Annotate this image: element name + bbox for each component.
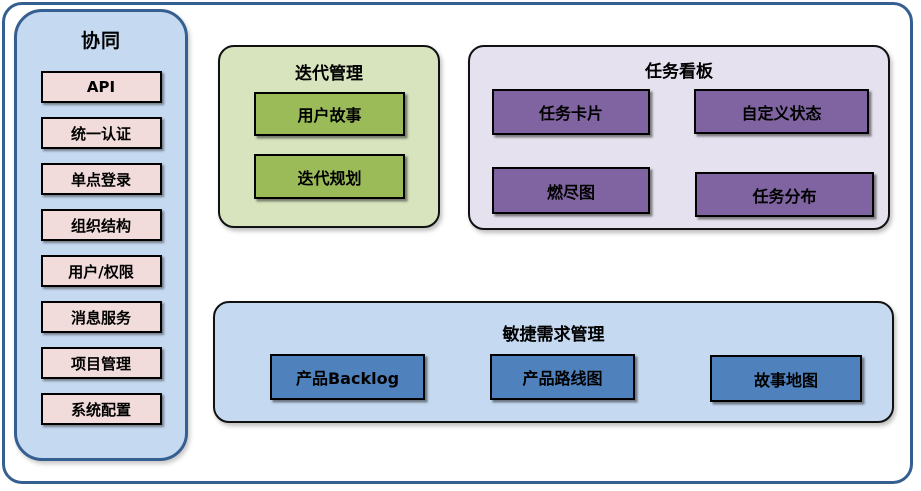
sidebar-title: 协同 [80, 30, 121, 52]
item-task-card: 任务卡片 [492, 89, 650, 135]
sidebar-item-unified-auth: 统一认证 [40, 117, 162, 149]
item-task-distribution: 任务分布 [695, 172, 874, 217]
sidebar-item-org-structure: 组织结构 [40, 209, 162, 241]
sidebar-item-message-service: 消息服务 [40, 301, 162, 333]
agile-panel-title: 敏捷需求管理 [502, 325, 605, 345]
iteration-management-panel: 迭代管理 用户故事 迭代规划 [218, 45, 440, 228]
agile-requirements-panel: 敏捷需求管理 产品Backlog 产品路线图 故事地图 [213, 301, 894, 423]
collaboration-sidebar: 协同 API 统一认证 单点登录 组织结构 用户/权限 消息服务 项目管理 系统… [14, 9, 188, 461]
task-board-panel: 任务看板 任务卡片 自定义状态 燃尽图 任务分布 [468, 45, 890, 230]
sidebar-item-list: API 统一认证 单点登录 组织结构 用户/权限 消息服务 项目管理 系统配置 [17, 71, 185, 425]
item-user-story: 用户故事 [254, 92, 405, 136]
item-custom-status: 自定义状态 [694, 89, 869, 134]
item-burndown-chart: 燃尽图 [492, 167, 650, 214]
item-product-roadmap: 产品路线图 [490, 354, 635, 400]
item-story-map: 故事地图 [710, 355, 862, 402]
sidebar-item-user-permissions: 用户/权限 [40, 255, 162, 287]
sidebar-item-system-config: 系统配置 [40, 393, 162, 425]
sidebar-item-sso: 单点登录 [40, 163, 162, 195]
item-iteration-planning: 迭代规划 [254, 154, 405, 199]
item-product-backlog: 产品Backlog [270, 354, 425, 400]
kanban-panel-title: 任务看板 [645, 62, 713, 82]
sidebar-item-project-management: 项目管理 [40, 347, 162, 379]
iteration-panel-title: 迭代管理 [295, 64, 363, 84]
sidebar-item-api: API [40, 71, 162, 103]
